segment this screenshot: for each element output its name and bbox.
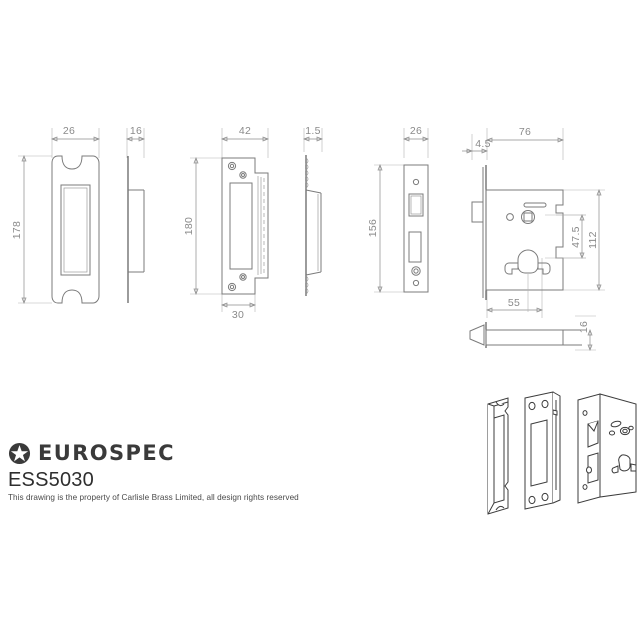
- copyright-notice: This drawing is the property of Carlisle…: [8, 493, 299, 502]
- title-block: EUROSPEC ESS5030 This drawing is the pro…: [8, 440, 338, 503]
- view-lock-body-plan: [469, 315, 596, 351]
- dim-label-26a: 26: [63, 125, 75, 137]
- brand-logo: EUROSPEC: [8, 440, 338, 466]
- iso-lock-case: [577, 393, 637, 504]
- dim-label-55: 55: [508, 297, 520, 309]
- dim-label-1-5: 1.5: [305, 125, 321, 137]
- brand-name: EUROSPEC: [38, 440, 175, 465]
- dim-label-30: 30: [232, 309, 244, 321]
- view-strike-plate-side: [303, 128, 323, 296]
- dim-label-26b: 26: [410, 125, 422, 137]
- iso-strike-plate: [524, 391, 561, 510]
- dim-label-112: 112: [587, 231, 599, 249]
- view-strike-box-side: [126, 128, 145, 303]
- dim-label-42: 42: [239, 125, 251, 137]
- dim-label-76: 76: [519, 126, 531, 138]
- view-strike-plate-front: [190, 128, 269, 312]
- dim-label-178: 178: [11, 221, 23, 239]
- view-lock-body-side: [462, 128, 605, 318]
- view-isometric-assembly: [487, 391, 637, 515]
- view-strike-box-front: [18, 128, 100, 304]
- iso-strike-box: [487, 397, 509, 515]
- dim-label-4-5: 4.5: [475, 138, 491, 150]
- dim-label-16b: 16: [578, 321, 590, 333]
- dim-label-47-5: 47.5: [570, 226, 582, 248]
- dim-label-16a: 16: [130, 125, 142, 137]
- dim-label-156: 156: [367, 219, 379, 237]
- model-code: ESS5030: [8, 469, 94, 491]
- star-circle-icon: [8, 442, 31, 464]
- dim-label-180: 180: [183, 217, 195, 235]
- view-forend-front: [374, 128, 429, 293]
